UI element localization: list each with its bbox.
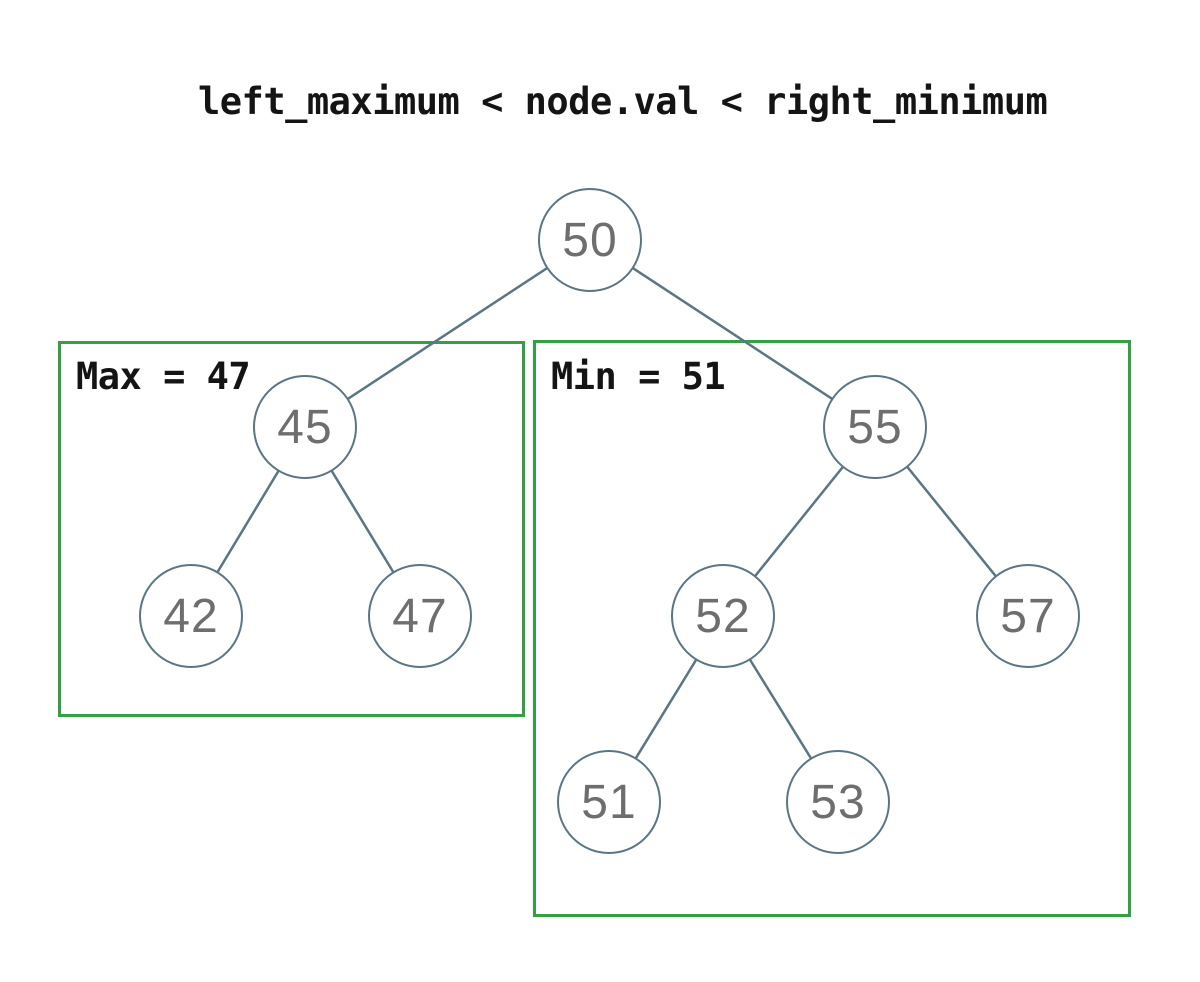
tree-node-45: 45 xyxy=(253,375,357,479)
tree-node-55: 55 xyxy=(823,375,927,479)
tree-node-53: 53 xyxy=(786,750,890,854)
tree-node-52: 52 xyxy=(671,564,775,668)
left-subtree-max-label: Max = 47 xyxy=(76,355,251,398)
tree-node-value: 51 xyxy=(581,775,637,829)
right-subtree-min-label: Min = 51 xyxy=(551,355,726,398)
tree-node-57: 57 xyxy=(976,564,1080,668)
tree-node-value: 52 xyxy=(695,589,751,643)
tree-node-value: 45 xyxy=(277,400,333,454)
tree-node-47: 47 xyxy=(368,564,472,668)
left-subtree-box xyxy=(58,341,525,717)
tree-node-value: 55 xyxy=(847,400,903,454)
tree-node-value: 50 xyxy=(562,213,618,267)
tree-node-value: 57 xyxy=(1000,589,1056,643)
tree-node-51: 51 xyxy=(557,750,661,854)
tree-node-value: 53 xyxy=(810,775,866,829)
tree-node-value: 47 xyxy=(392,589,448,643)
tree-node-42: 42 xyxy=(139,564,243,668)
tree-node-50: 50 xyxy=(538,188,642,292)
tree-node-value: 42 xyxy=(163,589,219,643)
formula-title: left_maximum < node.val < right_minimum xyxy=(198,80,1048,123)
